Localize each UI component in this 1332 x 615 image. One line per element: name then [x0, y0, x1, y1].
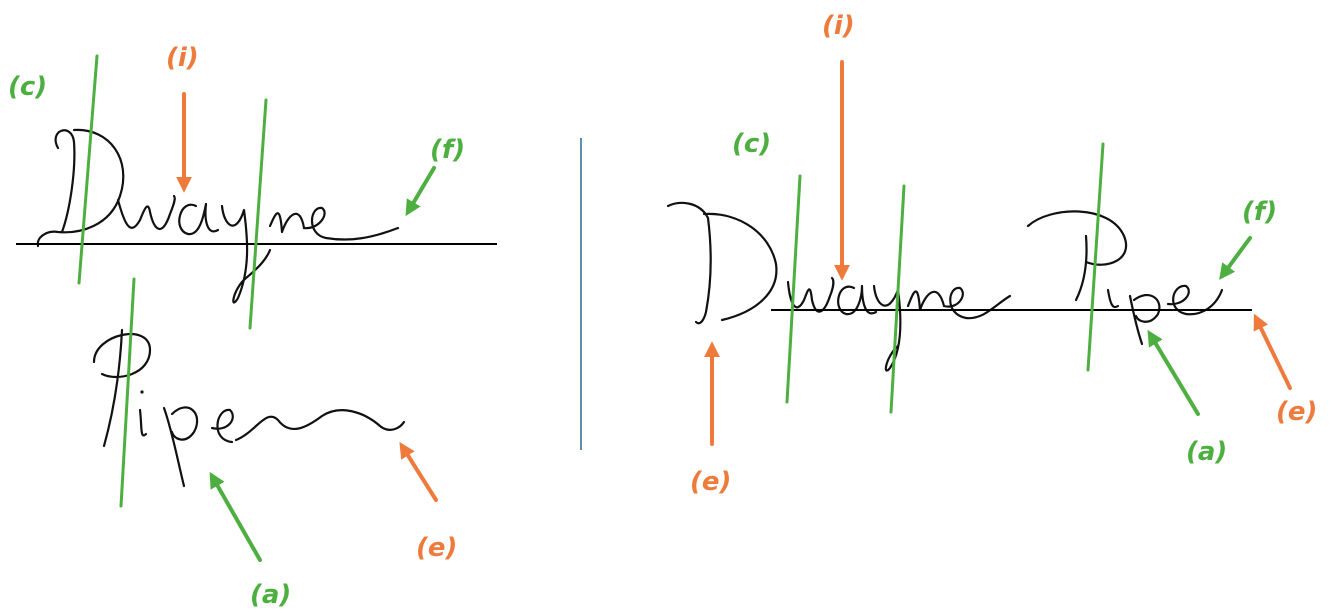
left-label-a: (a) [250, 580, 291, 610]
left-arrow-e [399, 441, 438, 502]
left-arrow-a [209, 471, 262, 562]
right-arrow-f [1219, 236, 1252, 280]
slant-line [248, 98, 268, 330]
left-label-e: (e) [416, 533, 457, 563]
right-arrow-e-right [1253, 313, 1292, 390]
right-label-e-right: (e) [1276, 397, 1317, 427]
slant-line [889, 184, 906, 414]
slant-line [785, 174, 802, 404]
right-panel: (c) (i) (f) (a) (e) (e) [666, 11, 1317, 497]
right-signature-handwriting [666, 201, 1224, 372]
right-label-a: (a) [1186, 437, 1227, 467]
left-label-c: (c) [8, 72, 47, 102]
right-label-c: (c) [732, 129, 771, 159]
left-panel: (c) (i) (f) (a) (e) [8, 43, 497, 610]
left-slant-lines [77, 54, 268, 508]
right-label-f: (f) [1242, 197, 1277, 227]
right-arrow-a [1147, 329, 1200, 416]
right-label-e-left: (e) [690, 467, 731, 497]
right-slant-lines [785, 142, 1105, 414]
right-label-i: (i) [822, 11, 855, 41]
left-signature-handwriting [36, 128, 406, 488]
slant-line [1086, 142, 1105, 372]
left-label-i: (i) [166, 43, 199, 73]
left-label-f: (f) [430, 135, 465, 165]
slant-line [119, 277, 136, 508]
left-arrow-f [405, 166, 436, 217]
slant-line [77, 54, 99, 285]
